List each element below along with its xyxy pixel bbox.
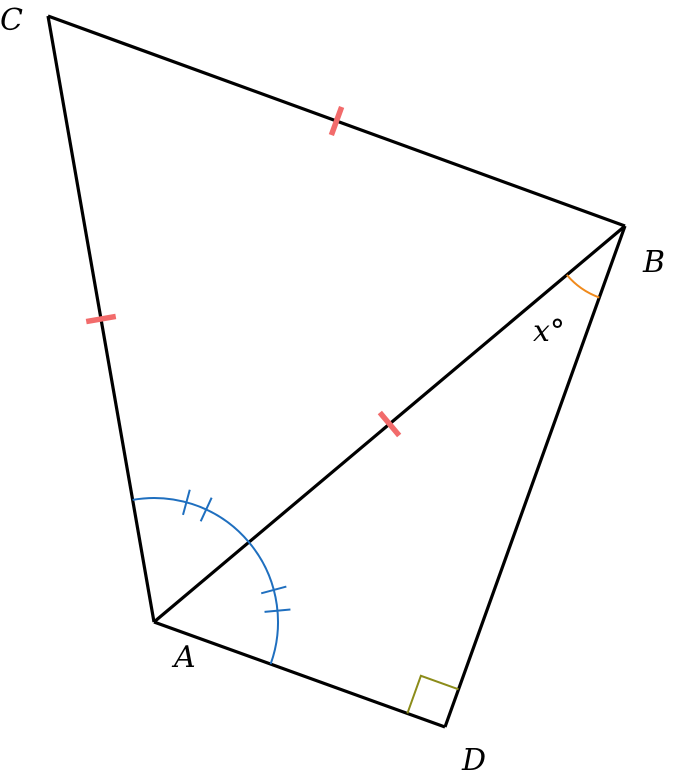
equal-length-tick-CB bbox=[328, 105, 345, 137]
right-angle-marker-D bbox=[406, 674, 459, 714]
label-B: B bbox=[642, 245, 665, 280]
label-C: C bbox=[0, 3, 23, 38]
edge-BD bbox=[443, 225, 627, 728]
angle-tick-CAB-1 bbox=[199, 497, 213, 522]
edge-AD bbox=[153, 620, 446, 729]
equal-length-tick-AB bbox=[377, 410, 402, 438]
angle-tick-BAD-0 bbox=[260, 585, 287, 595]
equal-length-tick-CA bbox=[85, 313, 117, 325]
label-angle-x: x° bbox=[533, 314, 565, 349]
angle-arc-x bbox=[566, 274, 600, 299]
label-A: A bbox=[171, 640, 196, 675]
marks bbox=[85, 105, 600, 714]
angle-tick-BAD-1 bbox=[264, 608, 291, 613]
label-D: D bbox=[461, 743, 486, 772]
equal-angle-arc-A bbox=[132, 497, 279, 665]
angle-tick-CAB-0 bbox=[182, 489, 191, 516]
